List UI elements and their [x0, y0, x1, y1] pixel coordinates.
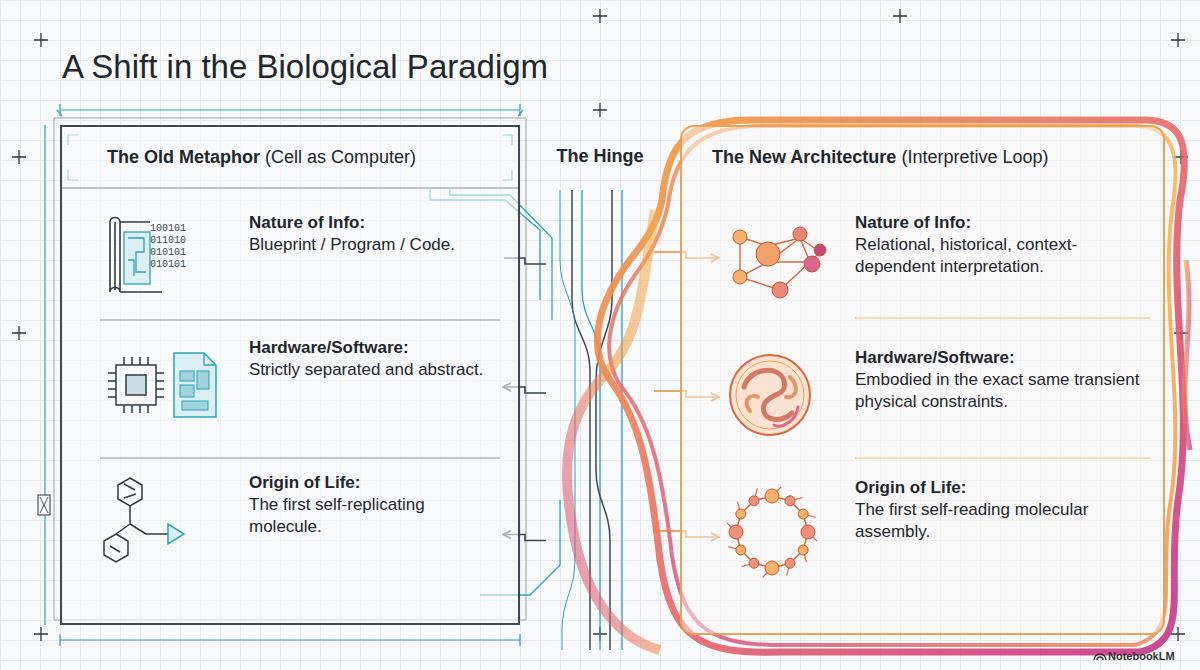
row-icon — [720, 477, 850, 597]
comparison-row: Hardware/Software:Embodied in the exact … — [720, 347, 1152, 447]
row-text: Nature of Info:Relational, historical, c… — [855, 212, 1150, 278]
panel-header: The New Architecture(Interpretive Loop) — [682, 127, 1163, 187]
row-text: Nature of Info:Blueprint / Program / Cod… — [249, 212, 499, 256]
row-icon — [720, 212, 850, 302]
old-metaphor-panel: The Old Metaphor(Cell as Computer) Nature… — [60, 125, 520, 625]
row-body: The first self-replicating molecule. — [249, 494, 499, 538]
comparison-row: Nature of Info:Relational, historical, c… — [720, 212, 1152, 304]
small-tab — [40, 497, 48, 513]
row-heading: Hardware/Software: — [249, 337, 499, 359]
panel-subheading: (Cell as Computer) — [265, 147, 416, 168]
panel-heading: The Old Metaphor — [107, 147, 260, 168]
row-text: Origin of Life:The first self-replicatin… — [249, 472, 499, 538]
binary-digits: 011010 — [150, 236, 186, 246]
watermark: NotebookLM — [1108, 650, 1175, 662]
row-heading: Nature of Info: — [855, 212, 1150, 234]
panel-subheading: (Interpretive Loop) — [901, 147, 1048, 168]
hinge-band: The Hinge — [546, 140, 654, 650]
row-icon — [102, 472, 232, 592]
small-tab — [38, 495, 50, 515]
new-architecture-panel: The New Architecture(Interpretive Loop) N… — [680, 125, 1165, 635]
comparison-row: Origin of Life:The first self-replicatin… — [102, 472, 502, 597]
binary-digits: 010101 — [150, 248, 186, 258]
binary-digits: 100101 — [150, 224, 186, 234]
panel-heading: The New Architecture — [712, 147, 896, 168]
row-body: Relational, historical, context-dependen… — [855, 234, 1150, 278]
row-body: The first self-reading molecular assembl… — [855, 499, 1150, 543]
row-heading: Nature of Info: — [249, 212, 499, 234]
dimension-line — [45, 104, 523, 646]
row-body: Blueprint / Program / Code. — [249, 234, 499, 256]
diagram-title: A Shift in the Biological Paradigm — [62, 48, 548, 86]
interpretive-ribbon — [567, 120, 1190, 652]
binary-digits: 010101 — [150, 260, 186, 270]
row-heading: Origin of Life: — [249, 472, 499, 494]
watermark-logo — [1094, 654, 1106, 660]
comparison-row: Origin of Life:The first self-reading mo… — [720, 477, 1152, 597]
row-text: Origin of Life:The first self-reading mo… — [855, 477, 1150, 543]
hinge-label: The Hinge — [546, 140, 654, 167]
comparison-row: Hardware/Software:Strictly separated and… — [102, 337, 502, 437]
panel-header: The Old Metaphor(Cell as Computer) — [62, 127, 518, 187]
row-icon — [720, 347, 850, 447]
row-icon — [102, 337, 232, 437]
row-body: Embodied in the exact same transient phy… — [855, 369, 1150, 413]
row-heading: Origin of Life: — [855, 477, 1150, 499]
row-body: Strictly separated and abstract. — [249, 359, 499, 381]
row-text: Hardware/Software:Embodied in the exact … — [855, 347, 1150, 413]
row-heading: Hardware/Software: — [855, 347, 1150, 369]
row-text: Hardware/Software:Strictly separated and… — [249, 337, 499, 381]
